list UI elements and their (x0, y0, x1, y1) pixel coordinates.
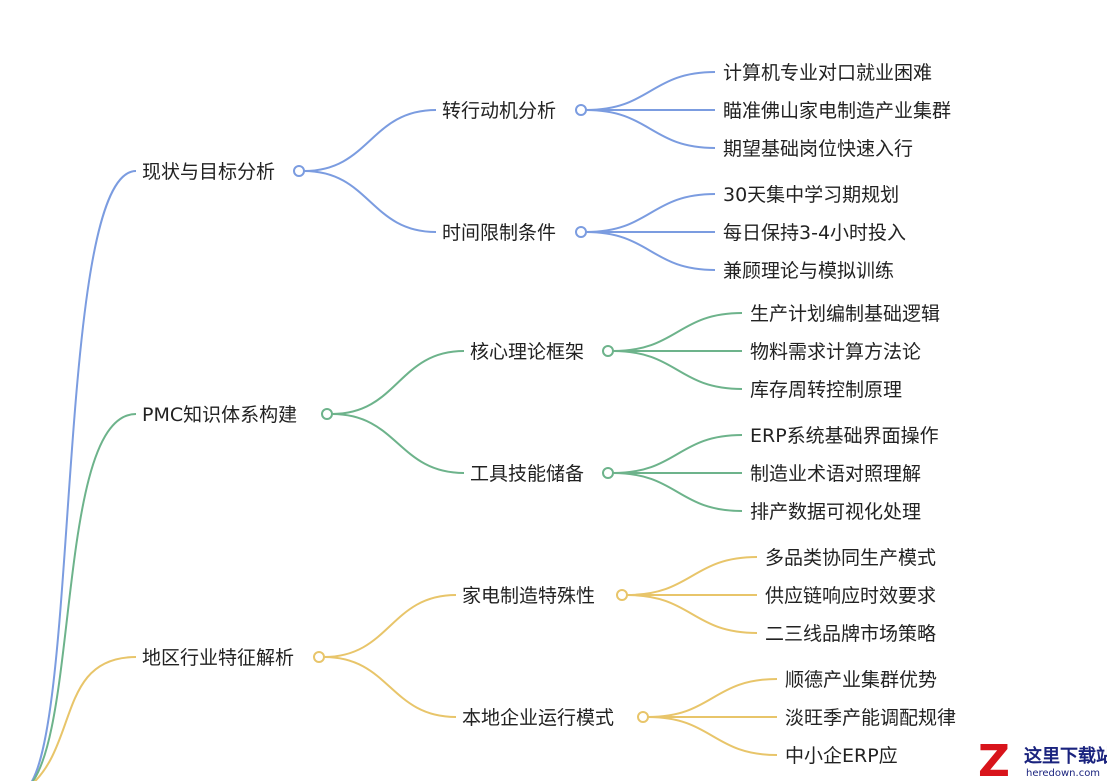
branch-label[interactable]: 现状与目标分析 (142, 161, 275, 183)
connector-line (323, 594, 457, 658)
collapse-toggle-icon[interactable] (602, 467, 614, 479)
connector-line (303, 109, 437, 172)
leaf-label[interactable]: 库存周转控制原理 (750, 379, 902, 401)
sub-branch-label[interactable]: 时间限制条件 (442, 222, 556, 244)
connector-line (647, 716, 778, 756)
leaf-label[interactable]: 生产计划编制基础逻辑 (750, 303, 940, 325)
leaf-label[interactable]: 期望基础岗位快速入行 (723, 138, 913, 160)
collapse-toggle-icon[interactable] (313, 651, 325, 663)
connector-line (612, 434, 743, 474)
leaf-label[interactable]: 淡旺季产能调配规律 (785, 707, 956, 729)
sub-branch-label[interactable]: 核心理论框架 (470, 341, 584, 363)
collapse-toggle-icon[interactable] (293, 165, 305, 177)
connector-line (612, 312, 743, 352)
connector-line (585, 109, 716, 149)
mindmap-nodes: 现状与目标分析 转行动机分析 计算机专业对口就业困难瞄准佛山家电制造产业集群期望基础… (142, 62, 956, 767)
leaf-label[interactable]: 每日保持3-4小时投入 (723, 222, 906, 244)
connector-line (612, 350, 743, 390)
leaf-label[interactable]: 顺德产业集群优势 (785, 669, 937, 691)
leaf-label[interactable]: 供应链响应时效要求 (765, 585, 936, 607)
watermark-logo-icon: Z (978, 736, 1010, 781)
leaf-label[interactable]: 制造业术语对照理解 (750, 463, 921, 485)
connector-line (331, 413, 465, 474)
connector-line (585, 193, 716, 233)
sub-branch-label[interactable]: 转行动机分析 (442, 100, 556, 122)
leaf-label[interactable]: 排产数据可视化处理 (750, 501, 921, 523)
sub-branch-label[interactable]: 工具技能储备 (470, 463, 584, 485)
connector-line (585, 231, 716, 271)
connector-line (303, 170, 437, 233)
leaf-label[interactable]: 计算机专业对口就业困难 (723, 62, 932, 84)
watermark-subtitle: heredown.com (1026, 768, 1100, 779)
branch-label[interactable]: PMC知识体系构建 (142, 404, 297, 426)
watermark-title: 这里下载站 (1024, 745, 1107, 767)
connector-lines (30, 71, 778, 781)
leaf-label[interactable]: 二三线品牌市场策略 (765, 623, 936, 645)
collapse-toggle-icon[interactable] (575, 226, 587, 238)
collapse-toggle-icon[interactable] (616, 589, 628, 601)
connector-line (331, 350, 465, 415)
connector-line (33, 656, 137, 781)
leaf-label[interactable]: 30天集中学习期规划 (723, 184, 899, 206)
sub-branch-label[interactable]: 家电制造特殊性 (462, 585, 595, 607)
leaf-label[interactable]: 中小企ERP应 (785, 745, 898, 767)
collapse-toggle-icon[interactable] (321, 408, 333, 420)
leaf-label[interactable]: 物料需求计算方法论 (750, 341, 921, 363)
connector-line (626, 594, 758, 634)
connector-line (31, 413, 137, 781)
watermark-background (972, 738, 1107, 781)
sub-branch-label[interactable]: 本地企业运行模式 (462, 707, 614, 729)
branch-label[interactable]: 地区行业特征解析 (142, 647, 294, 669)
leaf-label[interactable]: 多品类协同生产模式 (765, 547, 936, 569)
collapse-toggle-icon[interactable] (602, 345, 614, 357)
connector-line (626, 556, 758, 596)
watermark: Z 这里下载站 heredown.com (972, 736, 1107, 781)
leaf-label[interactable]: 瞄准佛山家电制造产业集群 (723, 100, 951, 122)
connector-line (585, 71, 716, 111)
connector-line (30, 170, 137, 781)
collapse-toggle-icon[interactable] (637, 711, 649, 723)
leaf-label[interactable]: ERP系统基础界面操作 (750, 425, 939, 447)
connector-line (647, 678, 778, 718)
connector-line (612, 472, 743, 512)
collapse-toggle-icon[interactable] (575, 104, 587, 116)
connector-line (323, 656, 457, 718)
leaf-label[interactable]: 兼顾理论与模拟训练 (723, 260, 894, 282)
